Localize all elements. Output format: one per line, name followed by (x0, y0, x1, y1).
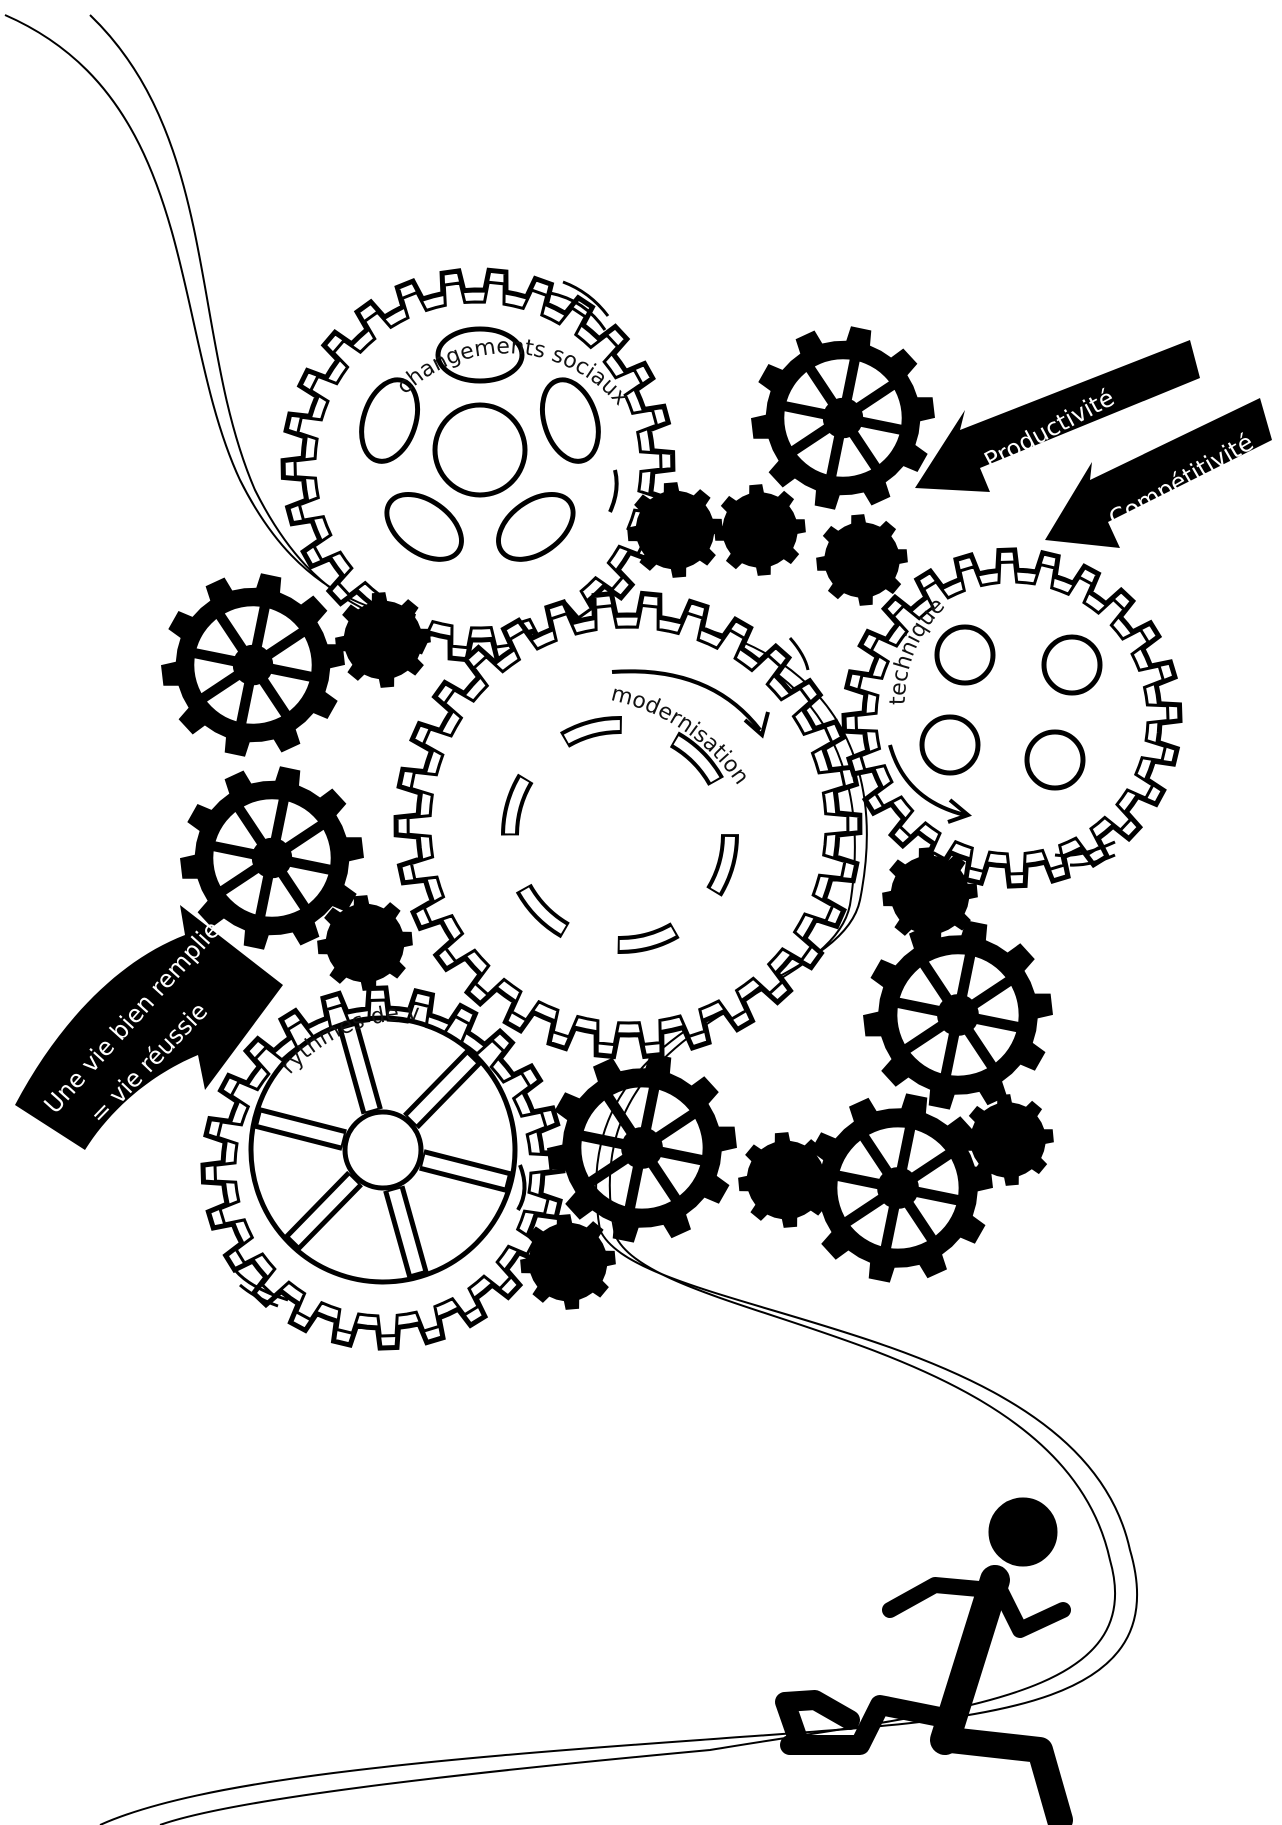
running-person-icon (785, 1498, 1063, 1820)
small-gear-2 (714, 484, 806, 576)
gear-rythmes-de-vie (203, 988, 563, 1348)
small-gear-5 (882, 847, 978, 943)
small-gear-3 (816, 514, 908, 606)
spoked-gear-top-right-hub (823, 398, 863, 438)
spoked-gear-right-hub (937, 994, 979, 1036)
gear-technique (844, 550, 1180, 886)
small-gear-6 (317, 895, 413, 991)
small-gear-4 (335, 592, 431, 688)
spoked-gear-bottom-center-hub (621, 1127, 663, 1169)
small-gear-8 (738, 1132, 834, 1228)
small-gear-1 (627, 482, 723, 578)
spoked-gear-left-upper-hub (233, 645, 273, 685)
small-gear-7 (962, 1094, 1054, 1186)
spoked-gear-bottom-right-hub (877, 1167, 919, 1209)
gear-modernisation (396, 594, 860, 1057)
small-gear-9 (520, 1214, 616, 1310)
spoked-gear-left-lower-hub (252, 838, 292, 878)
